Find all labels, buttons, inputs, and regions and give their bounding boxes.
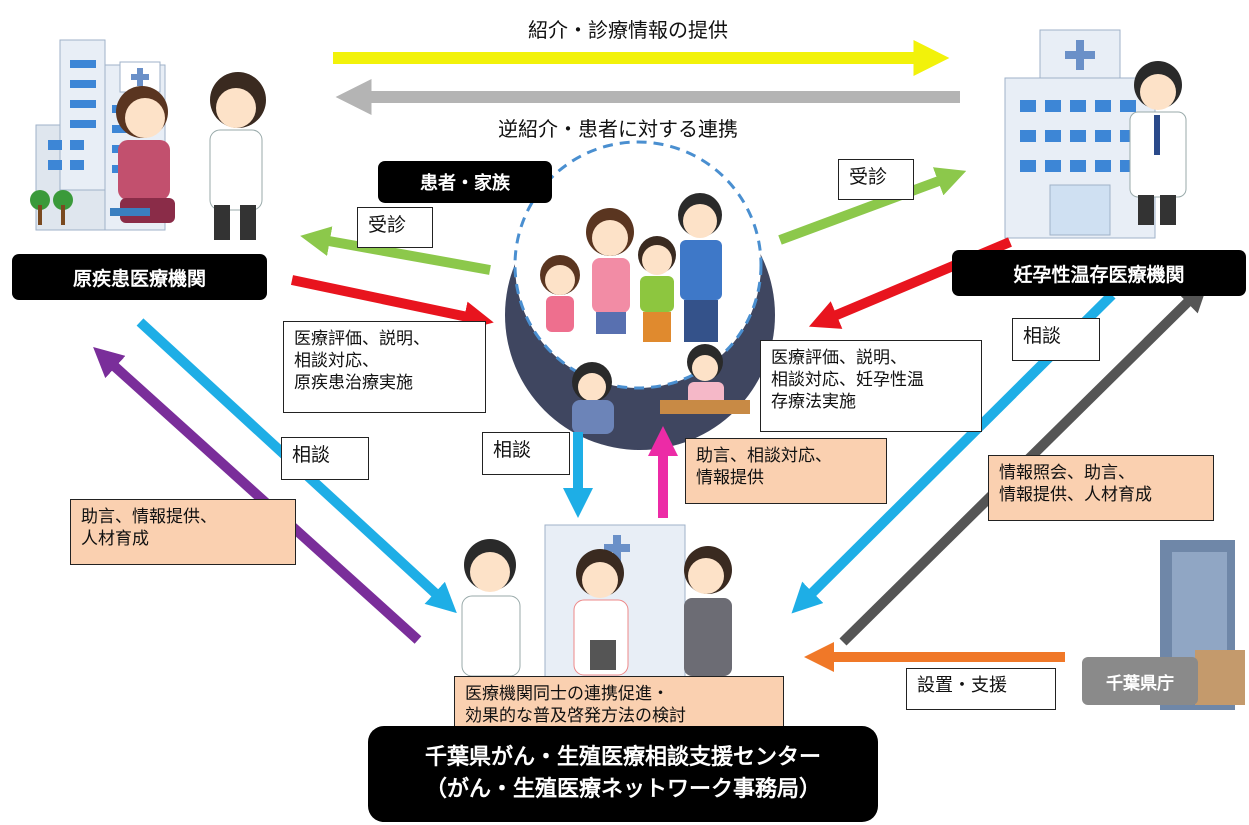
arrow-advice-left [93, 346, 422, 644]
left-hospital-illustration [30, 39, 266, 240]
support-center-illustration [461, 524, 732, 686]
center-advice-box: 助言、相談対応、 情報提供 [685, 438, 887, 504]
support-center-title: 千葉県がん・生殖医療相談支援センター （がん・生殖医療ネットワーク事務局） [368, 726, 878, 822]
visit-right-label: 受診 [838, 159, 914, 200]
primary-disease-institution-title: 原疾患医療機関 [12, 254, 267, 300]
family-illustration [540, 193, 750, 434]
arrow-visit-left [300, 226, 491, 275]
referral-info-label: 紹介・診療情報の提供 [528, 18, 728, 42]
support-center-subtitle: （がん・生殖医療ネットワーク事務局） [424, 777, 821, 802]
setup-support-label: 設置・支援 [906, 668, 1056, 710]
right-hospital-illustration [1004, 29, 1187, 239]
prefecture-label: 千葉県庁 [1082, 657, 1198, 705]
arrow-visit-right [778, 167, 967, 245]
consult-center-label: 相談 [482, 432, 570, 475]
consult-left-label: 相談 [281, 437, 369, 480]
arrow-left-eval [290, 275, 494, 331]
support-center-name: 千葉県がん・生殖医療相談支援センター [424, 745, 821, 770]
patient-family-title: 患者・家族 [378, 161, 552, 203]
fertility-preservation-institution-title: 妊孕性温存医療機関 [952, 250, 1246, 296]
consult-right-label: 相談 [1012, 318, 1100, 361]
visit-left-label: 受診 [357, 207, 433, 248]
fertility-eval-box: 医療評価、説明、 相談対応、妊孕性温 存療法実施 [760, 340, 982, 432]
left-advice-box: 助言、情報提供、 人材育成 [70, 499, 296, 565]
primary-eval-box: 医療評価、説明、 相談対応、 原疾患治療実施 [283, 321, 486, 413]
reverse-referral-label: 逆紹介・患者に対する連携 [498, 117, 738, 141]
right-advice-box: 情報照会、助言、 情報提供、人材育成 [988, 455, 1214, 521]
